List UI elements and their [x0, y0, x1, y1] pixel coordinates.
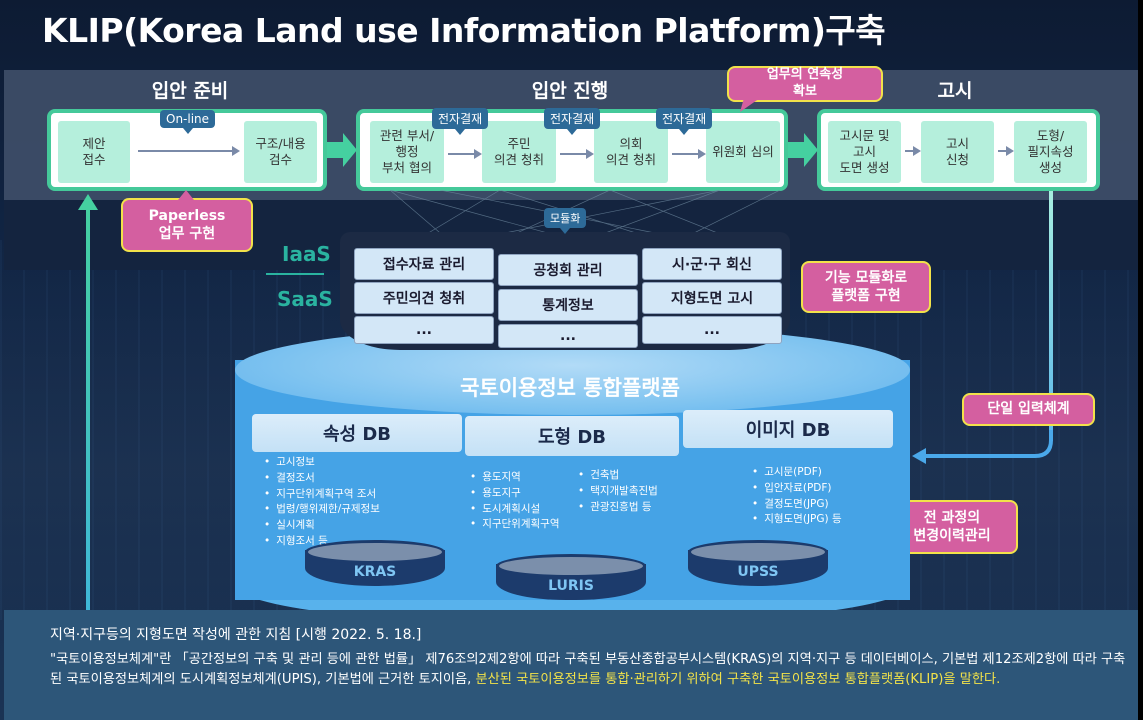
module-item: ... [498, 324, 638, 348]
stage-box-notice: 고시문 및 고시 도면 생성 고시 신청 도형/ 필지속성 생성 [817, 109, 1100, 191]
flow-arrow [998, 146, 1014, 156]
list-item: 실시계획 [264, 518, 380, 534]
list-item: 도시계획시설 [470, 502, 559, 518]
list-item: 결정조서 [264, 471, 380, 487]
arrow-left-icon [912, 430, 1053, 464]
callout-paperless: Paperless 업무 구현 [121, 198, 253, 252]
list-item: 택지개발촉진법 [578, 484, 658, 500]
list-item: 지구단위계획구역 조서 [264, 487, 380, 503]
phase-title-prep: 입안 준비 [151, 80, 229, 102]
tag-e-approval: 전자결재 [656, 108, 713, 135]
list-item: 건축법 [578, 468, 658, 484]
tag-modularization: 모듈화 [544, 208, 587, 234]
disk-top [496, 554, 646, 578]
disk-top [305, 540, 445, 564]
list-item: 법령/행위제한/규제정보 [264, 502, 380, 518]
stage-box-progress: 관련 부서/ 행정 부처 협의 주민 의견 청취 의회 의견 청취 위원회 심의 [356, 109, 788, 191]
flow-arrow [448, 149, 482, 159]
module-panel: 접수자료 관리 공청회 관리 시·군·구 회신 주민의견 청취 통계정보 지형도… [340, 232, 790, 350]
step-notice-doc: 고시문 및 고시 도면 생성 [828, 121, 901, 183]
attribute-db-list: 고시정보 결정조서 지구단위계획구역 조서 법령/행위제한/규제정보 실시계획 … [264, 455, 380, 550]
callout-pointer-icon [178, 190, 194, 200]
tag-e-approval: 전자결재 [432, 108, 489, 135]
system-disk-kras: KRAS [305, 540, 445, 592]
list-item: 용도지구 [470, 486, 559, 502]
module-item: ... [642, 316, 782, 344]
module-item: ... [354, 316, 494, 344]
flow-arrow [905, 146, 921, 156]
footer-reference: 지역·지구등의 지형도면 작성에 관한 지침 [시행 2022. 5. 18.] [50, 627, 422, 643]
footer-definition: "국토이용정보체계"란 「공간정보의 구축 및 관리 등에 관한 법률」 제76… [50, 650, 1130, 690]
list-item: 지구단위계획구역 [470, 517, 559, 533]
list-item: 고시정보 [264, 455, 380, 471]
callout-modular: 기능 모듈화로 플랫폼 구현 [801, 261, 931, 313]
callout-pointer-icon [740, 98, 760, 112]
step-committee-review: 위원회 심의 [706, 121, 780, 183]
arrow-up-icon [78, 194, 98, 210]
db-tab-geometry: 도형 DB [465, 416, 679, 456]
list-item: 용도지역 [470, 470, 559, 486]
geometry-db-list-2: 건축법 택지개발촉진법 관광진흥법 등 [578, 468, 658, 515]
footer-definition-text: "국토이용정보체계"란 「공간정보의 구축 및 관리 등에 관한 법률」 제76… [50, 652, 1126, 687]
system-disk-upss: UPSS [688, 540, 828, 592]
iaas-saas-divider [266, 273, 324, 275]
single-input-line [1049, 191, 1053, 441]
list-item: 관광진흥법 등 [578, 500, 658, 516]
list-item: 고시문(PDF) [752, 465, 842, 481]
list-item: 지형조서 등 [264, 534, 380, 550]
page-title: KLIP(Korea Land use Information Platform… [42, 11, 886, 50]
tag-e-approval: 전자결재 [544, 108, 601, 135]
flow-arrow [672, 149, 706, 159]
callout-continuity: 업무의 연속성 확보 [727, 66, 883, 102]
phase-arrow-icon [788, 133, 818, 167]
list-item: 입안자료(PDF) [752, 481, 842, 497]
system-disk-luris: LURIS [496, 554, 646, 606]
module-item: 공청회 관리 [498, 254, 638, 286]
definition-footer: 지역·지구등의 지형도면 작성에 관한 지침 [시행 2022. 5. 18.]… [4, 610, 1138, 720]
db-tab-image: 이미지 DB [683, 410, 893, 448]
platform-title: 국토이용정보 통합플랫폼 [460, 376, 680, 400]
step-structure-review: 구조/내용 검수 [244, 121, 317, 183]
module-item: 접수자료 관리 [354, 248, 494, 280]
step-dept-consult: 관련 부서/ 행정 부처 협의 [370, 121, 444, 183]
system-label: LURIS [548, 578, 594, 594]
feedback-line [86, 205, 90, 615]
module-item: 주민의견 청취 [354, 282, 494, 314]
step-council-opinion: 의회 의견 청취 [594, 121, 668, 183]
list-item: 지형도면(JPG) 등 [752, 512, 841, 528]
flow-arrow [138, 146, 240, 156]
disk-top [688, 540, 828, 564]
step-proposal-receipt: 제안 접수 [58, 121, 130, 183]
list-item: 결정도면(JPG) [752, 497, 842, 513]
module-item: 통계정보 [498, 289, 638, 321]
db-tab-attribute: 속성 DB [252, 414, 462, 452]
module-item: 지형도면 고시 [642, 282, 782, 314]
geometry-db-list: 용도지역 용도지구 도시계획시설 지구단위계획구역 [470, 470, 559, 533]
flow-arrow [560, 149, 594, 159]
system-label: KRAS [353, 564, 397, 580]
step-resident-opinion: 주민 의견 청취 [482, 121, 556, 183]
tag-online: On-line [160, 110, 216, 134]
step-parcel-attr: 도형/ 필지속성 생성 [1014, 121, 1087, 183]
phase-title-progress: 입안 진행 [531, 80, 609, 102]
footer-definition-highlight: 분산된 국토이용정보를 통합·관리하기 위하여 구축한 국토이용정보 통합플랫폼… [475, 672, 1001, 687]
system-label: UPSS [737, 564, 779, 580]
iaas-label: IaaS [282, 242, 331, 266]
module-item: 시·군·구 회신 [642, 248, 782, 280]
phase-arrow-icon [327, 133, 357, 167]
step-notice-apply: 고시 신청 [921, 121, 994, 183]
phase-title-notice: 고시 [937, 80, 973, 102]
callout-single-input: 단일 입력체계 [962, 393, 1095, 426]
saas-label: SaaS [277, 287, 333, 311]
image-db-list: 고시문(PDF) 입안자료(PDF) 결정도면(JPG) 지형도면(JPG) 등 [752, 465, 842, 528]
